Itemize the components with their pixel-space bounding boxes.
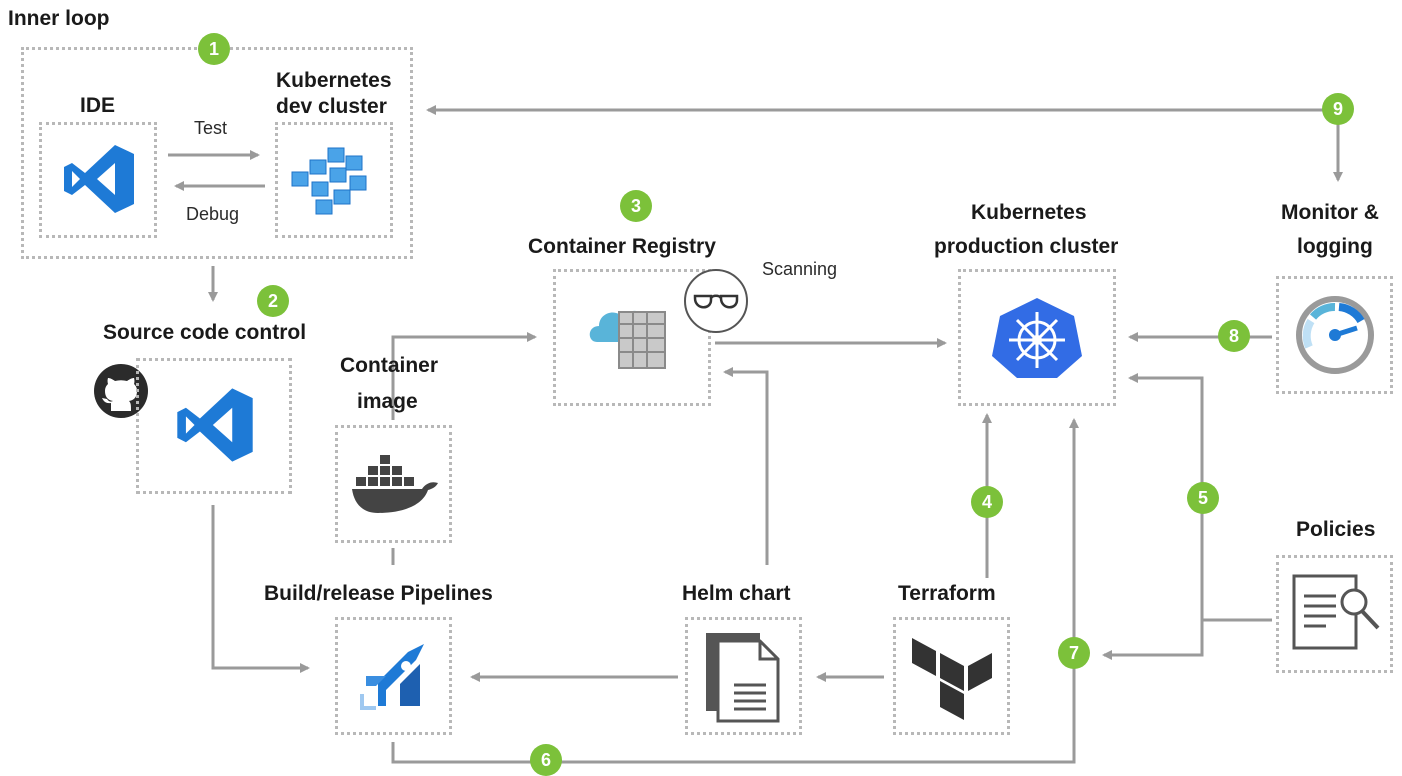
step-badge-3: 3 <box>620 190 652 222</box>
pipelines-label: Build/release Pipelines <box>264 582 493 605</box>
k8s-dev-label-2: dev cluster <box>276 95 387 118</box>
source-to-pipelines-arrow <box>211 505 310 673</box>
kubernetes-icon <box>992 296 1082 385</box>
test-label: Test <box>194 118 228 138</box>
debug-label: Debug <box>186 204 240 224</box>
inner-loop-title: Inner loop <box>8 7 110 30</box>
image-to-registry-arrow <box>391 332 537 420</box>
policy-icon <box>1292 572 1382 655</box>
k8s-prod-label-1: Kubernetes <box>971 201 1087 224</box>
vscode-icon <box>60 141 138 222</box>
k8s-prod-label-2: production cluster <box>934 235 1119 258</box>
container-image-label-1: Container <box>340 354 439 377</box>
step-badge-2: 2 <box>257 285 289 317</box>
step-badge-7: 7 <box>1058 637 1090 669</box>
terraform-label: Terraform <box>898 582 996 605</box>
document-icon <box>704 631 784 728</box>
policies-label: Policies <box>1296 518 1376 541</box>
policies-to-pipelines-arrow <box>1102 620 1204 660</box>
k8s-prod-box[interactable] <box>958 269 1116 406</box>
container-registry-label: Container Registry <box>528 235 716 258</box>
k8s-dev-label-1: Kubernetes <box>276 69 392 92</box>
monitor-box[interactable] <box>1276 276 1393 394</box>
cubes-icon <box>290 146 380 221</box>
step-badge-9: 9 <box>1322 93 1354 125</box>
registry-icon <box>585 292 675 375</box>
monitor-label-1: Monitor & <box>1281 201 1379 224</box>
step-badge-4: 4 <box>971 486 1003 518</box>
pipelines-box[interactable] <box>335 617 452 735</box>
vscode-icon-2 <box>173 384 257 471</box>
step-badge-8: 8 <box>1218 320 1250 352</box>
container-registry-box[interactable] <box>553 269 711 406</box>
monitor-label-2: logging <box>1297 235 1373 258</box>
docker-icon <box>350 453 440 520</box>
gauge-icon <box>1295 295 1375 380</box>
k8s-dev-box[interactable] <box>275 122 393 238</box>
helm-box[interactable] <box>685 617 802 735</box>
terraform-box[interactable] <box>893 617 1010 735</box>
source-control-label: Source code control <box>103 321 307 344</box>
helm-to-registry-arrow <box>723 367 769 565</box>
pipelines-to-prod-arrow <box>391 418 1079 764</box>
glasses-icon <box>683 268 749 339</box>
container-image-box[interactable] <box>335 425 452 543</box>
scanning-label: Scanning <box>762 259 838 279</box>
step-badge-1: 1 <box>198 33 230 65</box>
container-image-label-2: image <box>357 390 418 413</box>
source-control-box[interactable] <box>136 358 292 494</box>
pipelines-icon <box>354 636 432 719</box>
helm-label: Helm chart <box>682 582 791 605</box>
terraform-icon <box>910 636 998 729</box>
github-icon <box>93 363 149 424</box>
step-badge-6: 6 <box>530 744 562 776</box>
step-badge-5: 5 <box>1187 482 1219 514</box>
policies-box[interactable] <box>1276 555 1393 673</box>
ide-label: IDE <box>80 94 116 117</box>
ide-box[interactable] <box>39 122 157 238</box>
